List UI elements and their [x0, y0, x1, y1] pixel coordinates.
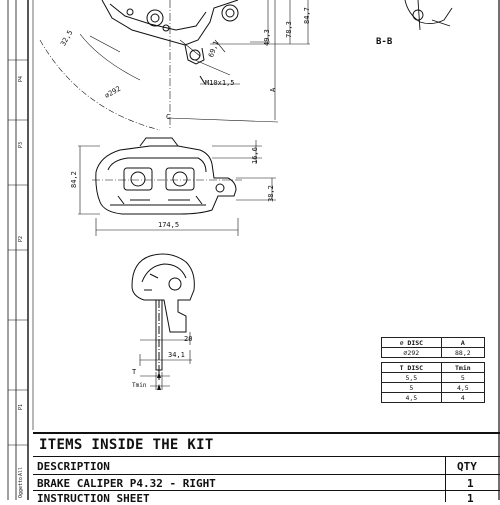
dim-38-2: 38,2	[267, 185, 275, 202]
kit-divider	[33, 456, 500, 457]
strip-label-p2: P2	[18, 235, 24, 242]
dim-34-1: 34,1	[168, 351, 185, 359]
kit-divider	[33, 474, 500, 475]
dim-84-7: 84,7	[303, 7, 311, 24]
section-label: B-B	[376, 37, 393, 47]
kit-col-description: DESCRIPTION	[37, 460, 110, 473]
dim-174-5: 174,5	[158, 221, 180, 229]
kit-item-description: BRAKE CALIPER P4.32 - RIGHT	[37, 477, 216, 490]
t-disc-cell: 5	[381, 382, 442, 393]
disc-cell: ⌀292	[381, 347, 442, 358]
strip-label-p4: P4	[18, 75, 24, 82]
kit-item-qty: 1	[467, 477, 474, 490]
caliper-top-view	[101, 0, 239, 85]
label-tmin: Tmin	[132, 382, 147, 389]
section-b-b-detail	[404, 0, 453, 31]
strip-label-oggetto: Oggetto	[18, 476, 24, 498]
kit-divider	[33, 490, 500, 491]
disc-table: ⌀ DISC A ⌀292 88,2 T DISC Tmin 5,5 5 5 4…	[381, 337, 486, 403]
strip-label-p3: P3	[18, 141, 24, 148]
t-disc-cell: 4,5	[381, 392, 442, 403]
dim-16-6: 16,6	[251, 147, 259, 164]
a-col-header: A	[440, 337, 486, 348]
kit-table: ITEMS INSIDE THE KIT DESCRIPTION QTY BRA…	[33, 432, 500, 505]
dim-84-2: 84,2	[70, 171, 78, 188]
dim-20: 20	[184, 335, 193, 343]
tmin-cell: 4	[440, 392, 486, 403]
t-disc-col-header: T DISC	[381, 362, 442, 373]
kit-item-description: INSTRUCTION SHEET	[37, 492, 150, 505]
caliper-front-view	[95, 137, 237, 215]
kit-title: ITEMS INSIDE THE KIT	[39, 437, 214, 453]
tmin-cell: 4,5	[440, 382, 486, 393]
label-t: T	[132, 368, 137, 376]
label-a: A	[269, 87, 277, 92]
t-disc-cell: 5,5	[381, 372, 442, 383]
a-cell: 88,2	[440, 347, 486, 358]
label-c: C	[166, 113, 171, 121]
tmin-cell: 5	[440, 372, 486, 383]
dim-49-3: 49,3	[263, 29, 271, 46]
tmin-col-header: Tmin	[440, 362, 486, 373]
dim-m10: M10x1,5	[205, 79, 235, 87]
strip-label-all: All	[18, 466, 24, 476]
dim-78-3: 78,3	[285, 21, 293, 38]
caliper-side-view	[131, 253, 195, 380]
kit-col-divider	[445, 456, 446, 502]
strip-label-p1: P1	[18, 403, 24, 410]
kit-item-qty: 1	[467, 492, 474, 505]
kit-col-qty: QTY	[457, 460, 477, 473]
disc-col-header: ⌀ DISC	[381, 337, 442, 348]
